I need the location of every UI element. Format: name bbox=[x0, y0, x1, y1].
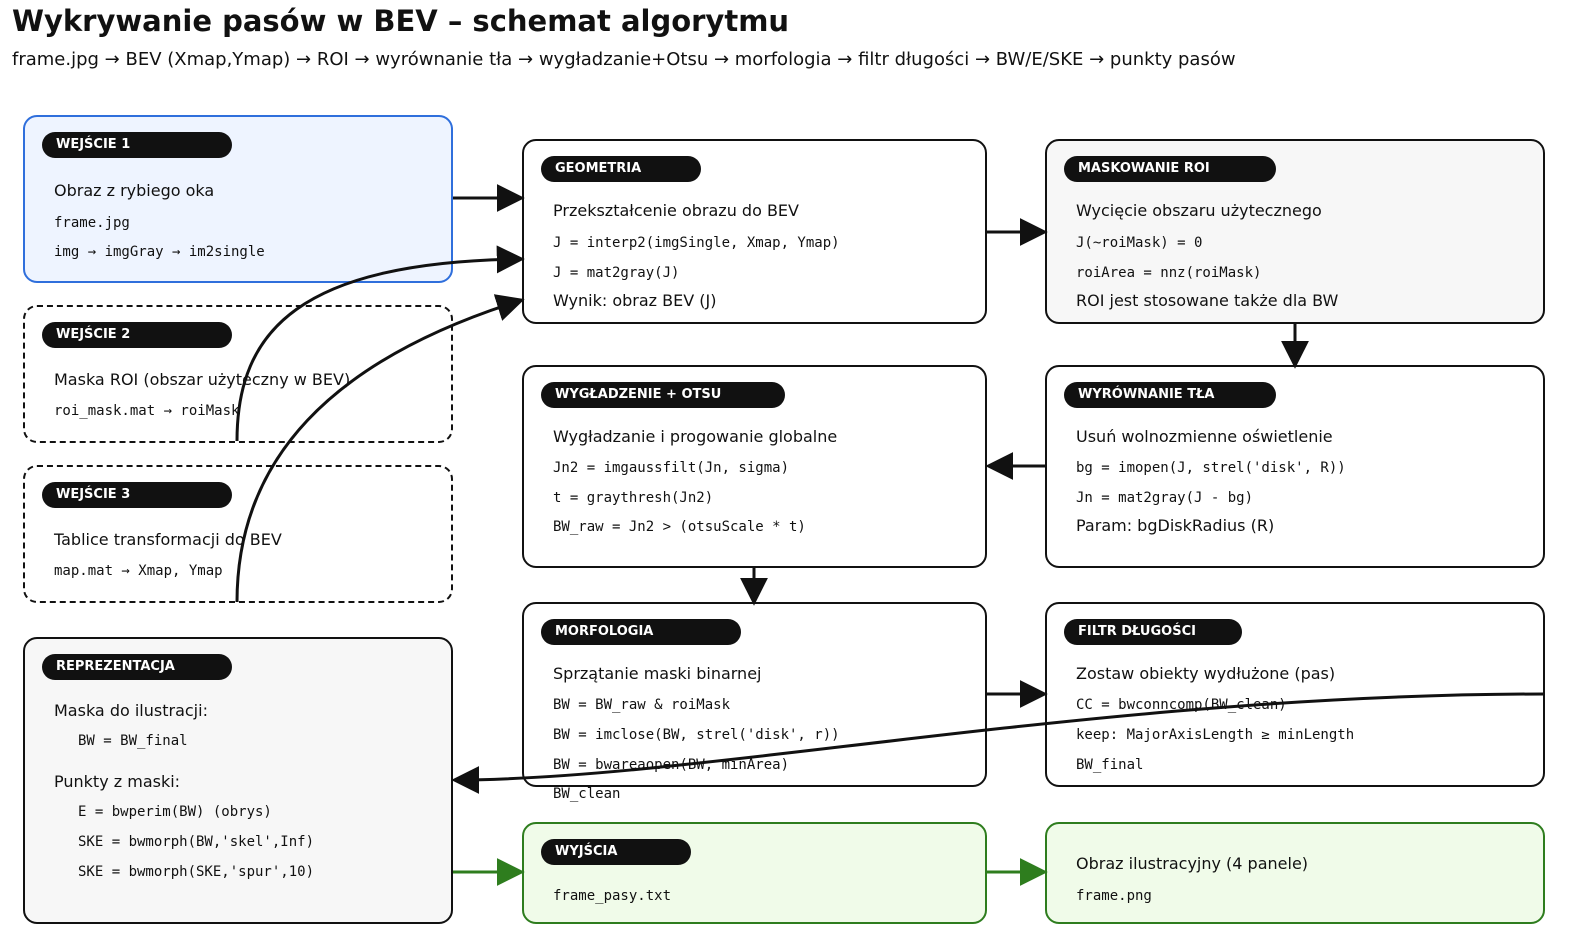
length-filter-line-3: keep: MajorAxisLength ≥ minLength bbox=[1076, 727, 1355, 743]
background-leveling-line-4: Param: bgDiskRadius (R) bbox=[1076, 516, 1275, 535]
roi-masking-line-4: ROI jest stosowane także dla BW bbox=[1076, 291, 1339, 310]
input-1-line-3: img → imgGray → im2single bbox=[54, 244, 265, 260]
representation-line-2: BW = BW_final bbox=[78, 733, 188, 749]
smoothing-otsu-line-2: Jn2 = imgaussfilt(Jn, sigma) bbox=[553, 460, 790, 476]
smoothing-otsu-box: WYGŁADZENIE + OTSU Wygładzanie i progowa… bbox=[522, 365, 987, 568]
length-filter-box: FILTR DŁUGOŚCI Zostaw obiekty wydłużone … bbox=[1045, 602, 1545, 787]
morphology-line-3: BW = imclose(BW, strel('disk', r)) bbox=[553, 727, 840, 743]
morphology-box: MORFOLOGIA Sprzątanie maski binarnej BW … bbox=[522, 602, 987, 802]
background-leveling-line-3: Jn = mat2gray(J - bg) bbox=[1076, 490, 1254, 506]
input-1-line-2: frame.jpg bbox=[54, 215, 130, 231]
input-2-box: WEJŚCIE 2 Maska ROI (obszar użyteczny w … bbox=[23, 305, 453, 443]
length-filter-line-2: CC = bwconncomp(BW_clean) bbox=[1076, 697, 1287, 713]
smoothing-otsu-line-3: t = graythresh(Jn2) bbox=[553, 490, 714, 506]
roi-masking-line-1: Wycięcie obszaru użytecznego bbox=[1076, 201, 1322, 220]
background-leveling-tag: WYRÓWNANIE TŁA bbox=[1064, 382, 1276, 408]
length-filter-line-4: BW_final bbox=[1076, 757, 1144, 773]
input-3-line-2: map.mat → Xmap, Ymap bbox=[54, 563, 223, 579]
illustration-output-box: Obraz ilustracyjny (4 panele) frame.png bbox=[1045, 822, 1545, 924]
roi-masking-tag: MASKOWANIE ROI bbox=[1064, 156, 1276, 182]
illustration-output-line-1: Obraz ilustracyjny (4 panele) bbox=[1076, 854, 1309, 873]
input-2-line-2: roi_mask.mat → roiMask bbox=[54, 403, 240, 419]
smoothing-otsu-line-4: BW_raw = Jn2 > (otsuScale * t) bbox=[553, 519, 806, 535]
input-3-box: WEJŚCIE 3 Tablice transformacji do BEV m… bbox=[23, 465, 453, 603]
input-3-tag: WEJŚCIE 3 bbox=[42, 482, 232, 508]
morphology-line-2: BW = BW_raw & roiMask bbox=[553, 697, 731, 713]
representation-line-1: Maska do ilustracji: bbox=[54, 701, 208, 720]
representation-line-6: SKE = bwmorph(SKE,'spur',10) bbox=[78, 864, 315, 880]
representation-line-4: E = bwperim(BW) (obrys) bbox=[78, 804, 272, 820]
geometry-box: GEOMETRIA Przekształcenie obrazu do BEV … bbox=[522, 139, 987, 324]
smoothing-otsu-line-1: Wygładzanie i progowanie globalne bbox=[553, 427, 838, 446]
roi-masking-line-3: roiArea = nnz(roiMask) bbox=[1076, 265, 1262, 281]
geometry-line-2: J = interp2(imgSingle, Xmap, Ymap) bbox=[553, 235, 840, 251]
outputs-box: WYJŚCIA frame_pasy.txt bbox=[522, 822, 987, 924]
geometry-line-3: J = mat2gray(J) bbox=[553, 265, 680, 281]
input-3-line-1: Tablice transformacji do BEV bbox=[54, 530, 282, 549]
representation-line-5: SKE = bwmorph(BW,'skel',Inf) bbox=[78, 834, 315, 850]
background-leveling-line-1: Usuń wolnozmienne oświetlenie bbox=[1076, 427, 1333, 446]
geometry-tag: GEOMETRIA bbox=[541, 156, 701, 182]
representation-tag: REPREZENTACJA bbox=[42, 654, 232, 680]
length-filter-tag: FILTR DŁUGOŚCI bbox=[1064, 619, 1242, 645]
morphology-line-5: BW_clean bbox=[553, 786, 621, 802]
diagram-title: Wykrywanie pasów w BEV – schemat algoryt… bbox=[12, 4, 790, 38]
geometry-line-1: Przekształcenie obrazu do BEV bbox=[553, 201, 799, 220]
smoothing-otsu-tag: WYGŁADZENIE + OTSU bbox=[541, 382, 785, 408]
morphology-line-1: Sprzątanie maski binarnej bbox=[553, 664, 762, 683]
length-filter-line-1: Zostaw obiekty wydłużone (pas) bbox=[1076, 664, 1336, 683]
illustration-output-line-2: frame.png bbox=[1076, 888, 1152, 904]
outputs-tag: WYJŚCIA bbox=[541, 839, 691, 865]
representation-line-3: Punkty z maski: bbox=[54, 772, 181, 791]
geometry-line-4: Wynik: obraz BEV (J) bbox=[553, 291, 717, 310]
representation-box: REPREZENTACJA Maska do ilustracji: BW = … bbox=[23, 637, 453, 924]
input-1-line-1: Obraz z rybiego oka bbox=[54, 181, 215, 200]
roi-masking-box: MASKOWANIE ROI Wycięcie obszaru użyteczn… bbox=[1045, 139, 1545, 324]
background-leveling-box: WYRÓWNANIE TŁA Usuń wolnozmienne oświetl… bbox=[1045, 365, 1545, 568]
input-1-tag: WEJŚCIE 1 bbox=[42, 132, 232, 158]
diagram-subtitle: frame.jpg → BEV (Xmap,Ymap) → ROI → wyró… bbox=[12, 49, 1236, 70]
morphology-tag: MORFOLOGIA bbox=[541, 619, 741, 645]
input-2-line-1: Maska ROI (obszar użyteczny w BEV) bbox=[54, 370, 351, 389]
background-leveling-line-2: bg = imopen(J, strel('disk', R)) bbox=[1076, 460, 1346, 476]
input-1-box: WEJŚCIE 1 Obraz z rybiego oka frame.jpg … bbox=[23, 115, 453, 283]
input-2-tag: WEJŚCIE 2 bbox=[42, 322, 232, 348]
morphology-line-4: BW = bwareaopen(BW, minArea) bbox=[553, 757, 790, 773]
outputs-line-1: frame_pasy.txt bbox=[553, 888, 672, 904]
roi-masking-line-2: J(~roiMask) = 0 bbox=[1076, 235, 1203, 251]
